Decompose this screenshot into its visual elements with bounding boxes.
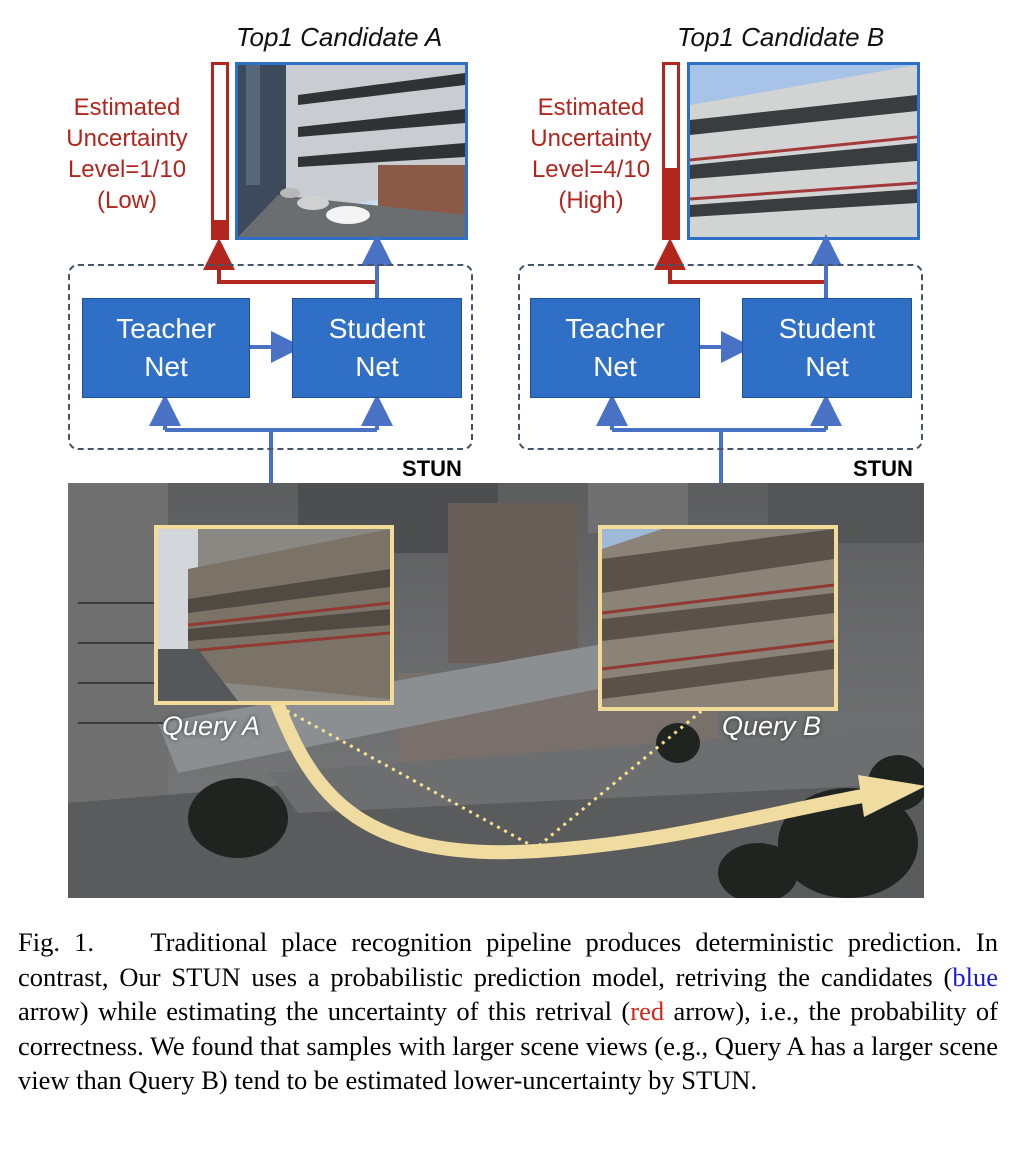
uncertainty-b-tag: (High): [558, 187, 624, 214]
uncertainty-b-level: Level=4/10: [531, 156, 651, 183]
caption-red-word: red: [630, 996, 665, 1026]
stun-module-b: [518, 264, 923, 450]
uncertainty-a-level: Level=1/10: [67, 156, 187, 183]
candidate-a-title: Top1 Candidate A: [236, 22, 443, 52]
query-b-image: [598, 525, 838, 711]
student-net-label: Student: [328, 313, 426, 344]
student-net-label: Net: [805, 351, 849, 382]
trajectory-path: [266, 686, 875, 860]
uncertainty-b-line: Uncertainty: [530, 125, 652, 152]
view-dotted-lines: [272, 697, 717, 850]
stun-module-a: [68, 264, 473, 450]
caption-text: arrow) while estimating the uncertainty …: [18, 996, 631, 1026]
stun-label-b: STUN: [853, 456, 913, 481]
uncertainty-a-line: Estimated: [73, 94, 181, 121]
candidate-b-image: [687, 62, 920, 240]
query-a-label: Query A: [162, 711, 261, 741]
teacher-net-label: Net: [144, 351, 188, 382]
uncertainty-a-tag: (Low): [96, 187, 157, 214]
stun-label-a: STUN: [402, 456, 462, 481]
teacher-net-label: Teacher: [116, 313, 216, 344]
uncertainty-a-line: Uncertainty: [66, 125, 188, 152]
candidate-a-image: [235, 62, 468, 240]
figure-caption: Fig. 1. Traditional place recognition pi…: [18, 925, 998, 1098]
uncertainty-a-label: Estimated Uncertainty Level=1/10 (Low): [52, 92, 202, 216]
aerial-scene-image: Query A Query B: [68, 483, 924, 898]
student-net-label: Student: [778, 313, 876, 344]
student-net-label: Net: [355, 351, 399, 382]
candidate-b-title: Top1 Candidate B: [677, 22, 885, 52]
uncertainty-a-fill: [214, 219, 226, 237]
caption-text: Traditional place recognition pipeline p…: [18, 927, 999, 992]
teacher-net-label: Net: [593, 351, 637, 382]
uncertainty-b-fill: [665, 168, 677, 237]
trajectory-arrowhead: [858, 775, 924, 817]
teacher-net-label: Teacher: [565, 313, 665, 344]
caption-blue-word: blue: [952, 961, 998, 992]
query-a-image: [154, 525, 394, 705]
caption-text: arrow), i.e., the probability of correct…: [18, 996, 999, 1095]
caption-fig-label: Fig. 1.: [18, 927, 94, 957]
uncertainty-b-line: Estimated: [537, 94, 645, 121]
pipeline-a-arrows: [149, 234, 393, 520]
query-b-label: Query B: [722, 711, 822, 741]
uncertainty-b-label: Estimated Uncertainty Level=4/10 (High): [516, 92, 666, 216]
